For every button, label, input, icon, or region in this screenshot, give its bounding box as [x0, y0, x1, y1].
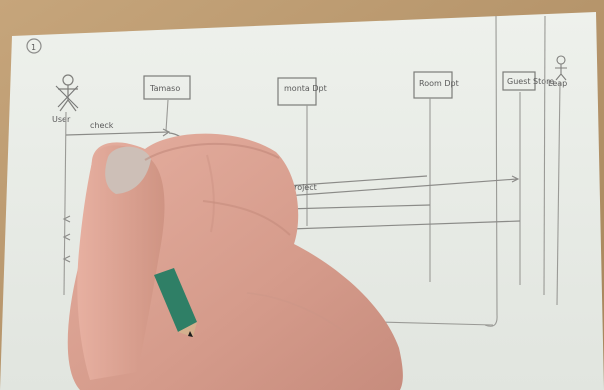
- lifeline-label-user: User: [52, 115, 71, 124]
- lifeline-label-room: Room Dpt: [419, 79, 459, 88]
- lifeline-label-monta: monta Dpt: [284, 84, 327, 93]
- lifeline-label-tamaso: Tamaso: [149, 84, 180, 93]
- page-number-text: 1: [31, 43, 36, 52]
- lifeline-label-leap: Leap: [548, 79, 567, 88]
- message-check-label: check: [90, 121, 114, 130]
